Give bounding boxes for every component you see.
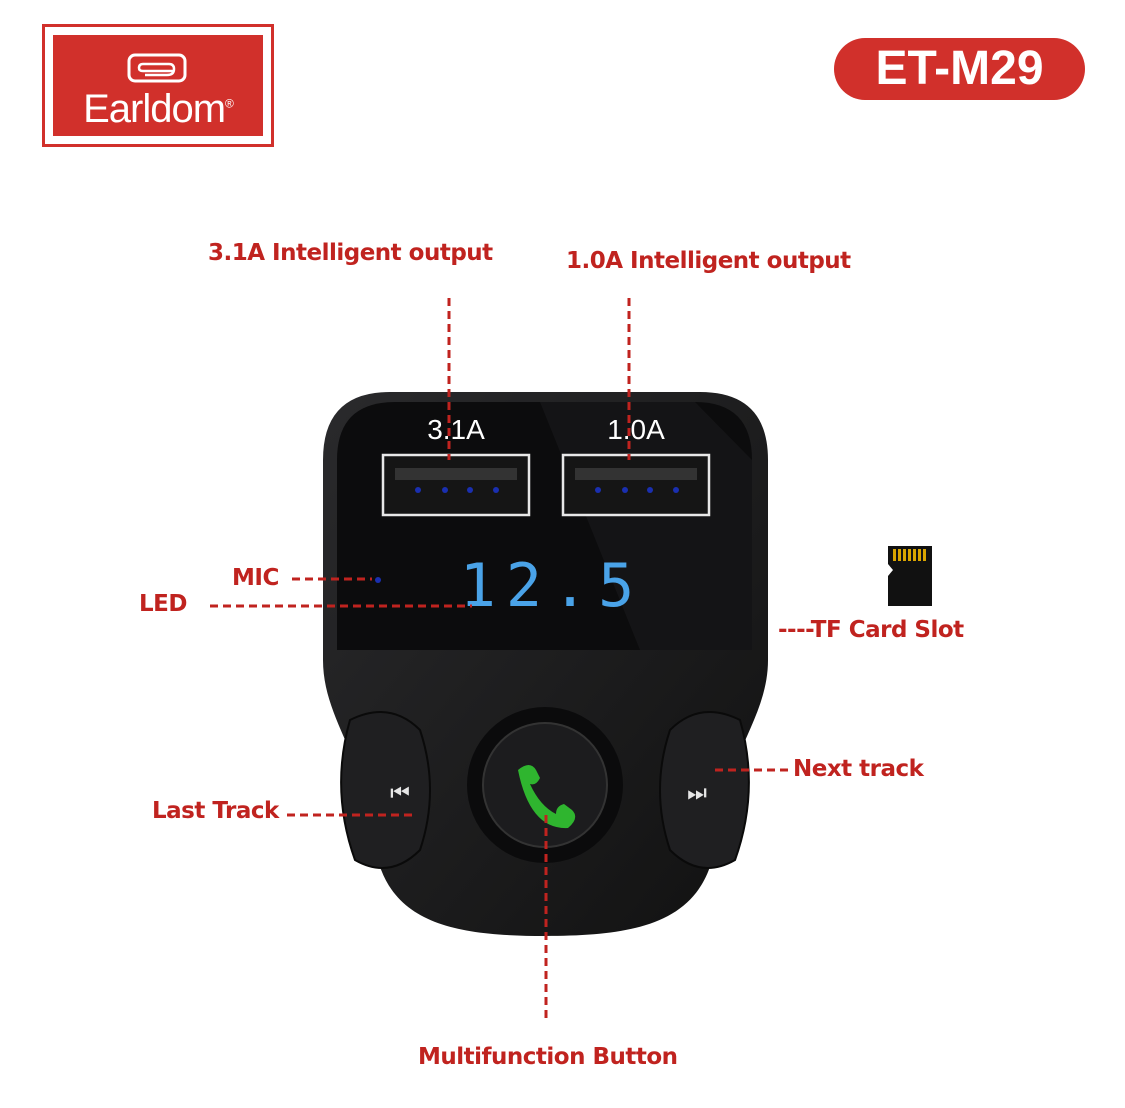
mic-hole [375, 577, 381, 583]
phone-icon [518, 765, 576, 829]
next-icon: ⏭ [687, 781, 707, 806]
next-track-button [659, 711, 750, 869]
callout-multifunction: Multifunction Button [418, 1044, 678, 1070]
callout-port1: 3.1A Intelligent output [208, 240, 493, 266]
logo-text: Earldom [83, 87, 226, 131]
port2-label: 1.0A [607, 414, 665, 445]
callout-lines [210, 298, 790, 1020]
last-track-button [340, 711, 431, 869]
port1-label: 3.1A [427, 414, 485, 445]
previous-icon: ⏮ [390, 781, 410, 806]
usb-port-2 [561, 453, 711, 517]
callout-mic: MIC [232, 565, 279, 591]
callout-next-track: Next track [793, 756, 924, 782]
voltage-display: 12.5 [460, 551, 645, 621]
tf-card-icon [888, 546, 932, 606]
logo-e-icon [127, 53, 187, 83]
usb-port-1 [381, 453, 531, 517]
callout-tf-card: ----TF Card Slot [778, 617, 964, 643]
callout-port2: 1.0A Intelligent output [566, 248, 851, 274]
earldom-logo: Earldom® [42, 24, 274, 147]
callout-led: LED [139, 591, 187, 617]
model-badge: ET-M29 [834, 38, 1085, 100]
callout-last-track: Last Track [152, 798, 279, 824]
